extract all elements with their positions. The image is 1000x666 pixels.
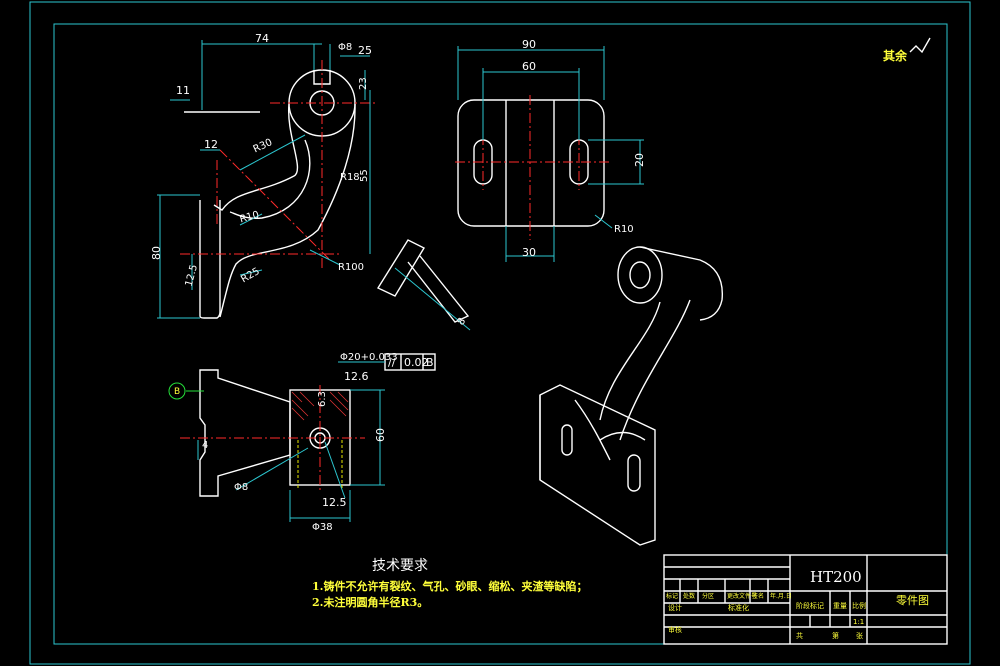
inner-frame [53, 23, 948, 645]
dim-phi8-b: Φ8 [234, 482, 248, 493]
dim-12-5b: 12.5 [322, 496, 347, 509]
dim-23: 23 [358, 77, 369, 90]
dim-12: 12 [204, 138, 218, 151]
dim-4: 4 [202, 440, 208, 451]
tech-title: 技术要求 [372, 558, 428, 574]
dim-phi38: Φ38 [312, 522, 333, 533]
tb-h2: 分区 [702, 592, 714, 600]
tb-h3: 更改文件号 [727, 592, 757, 600]
tech-line-1: 1.铸件不允许有裂纹、气孔、砂眼、缩松、夹渣等缺陷； [312, 579, 587, 593]
isometric-view [539, 246, 724, 546]
side-view [455, 46, 644, 262]
tb-stage: 阶段标记 [796, 601, 824, 610]
dim-r100: R100 [338, 262, 364, 273]
dim-90: 90 [522, 38, 536, 51]
dim-r10a: R10 [239, 210, 261, 226]
material: HT200 [810, 568, 862, 586]
part-name: 零件图 [896, 594, 929, 607]
tolerance-value: 0.02 [404, 356, 429, 369]
tb-weight: 重量 [833, 602, 847, 610]
outer-frame [29, 1, 971, 665]
dim-80: 80 [150, 246, 163, 260]
dim-6-3: 6.3 [317, 391, 328, 407]
dimension-labels: 74 Φ8 25 23 11 12 R30 R18 55 R10 80 12.5… [150, 32, 646, 533]
tb-review: 审核 [668, 625, 682, 634]
dim-74: 74 [255, 32, 269, 45]
dim-55: 55 [359, 169, 370, 182]
bottom-view [168, 353, 436, 522]
tb-h4: 签名 [752, 592, 764, 600]
dim-11: 11 [176, 84, 190, 97]
tolerance-datum: B [426, 356, 434, 369]
dim-12-6: 12.6 [344, 370, 369, 383]
tb-standard: 标准化 [728, 603, 749, 612]
tb-designer: 设计 [668, 603, 682, 612]
tb-scale-label: 比例 [852, 601, 866, 610]
dim-phi20: Φ20+0.033 [340, 352, 398, 363]
dim-60-side: 60 [374, 428, 387, 442]
tb-h5: 年.月.日 [770, 592, 792, 600]
datum-b-label: B [174, 387, 180, 397]
dim-phi8: Φ8 [338, 42, 352, 53]
dim-30: 30 [522, 246, 536, 259]
roughness-note: 其余 [883, 48, 908, 63]
dim-r18: R18 [340, 172, 360, 183]
tb-scale: 1:1 [853, 618, 864, 626]
dim-r10b: R10 [614, 224, 634, 235]
dim-12-5a: 12.5 [184, 263, 200, 287]
tb-sheet-no: 第 [832, 631, 839, 640]
roughness-icon [909, 37, 931, 54]
dim-20: 20 [633, 153, 646, 167]
dim-r30: R30 [252, 137, 274, 155]
tb-h0: 标记 [666, 592, 678, 600]
tb-sheet-unit: 张 [856, 631, 863, 640]
tb-sheet-total: 共 [796, 631, 803, 640]
dim-25: 25 [358, 44, 372, 57]
dim-8b: 8 [456, 316, 469, 328]
tech-line-2: 2.未注明圆角半径R3。 [312, 595, 428, 609]
dim-60-top: 60 [522, 60, 536, 73]
dim-r25: R25 [239, 266, 262, 285]
tolerance-symbol: // [388, 356, 396, 369]
tb-h1: 处数 [683, 592, 695, 600]
rib-section [376, 239, 471, 331]
front-view [157, 40, 375, 319]
title-block [663, 554, 948, 645]
